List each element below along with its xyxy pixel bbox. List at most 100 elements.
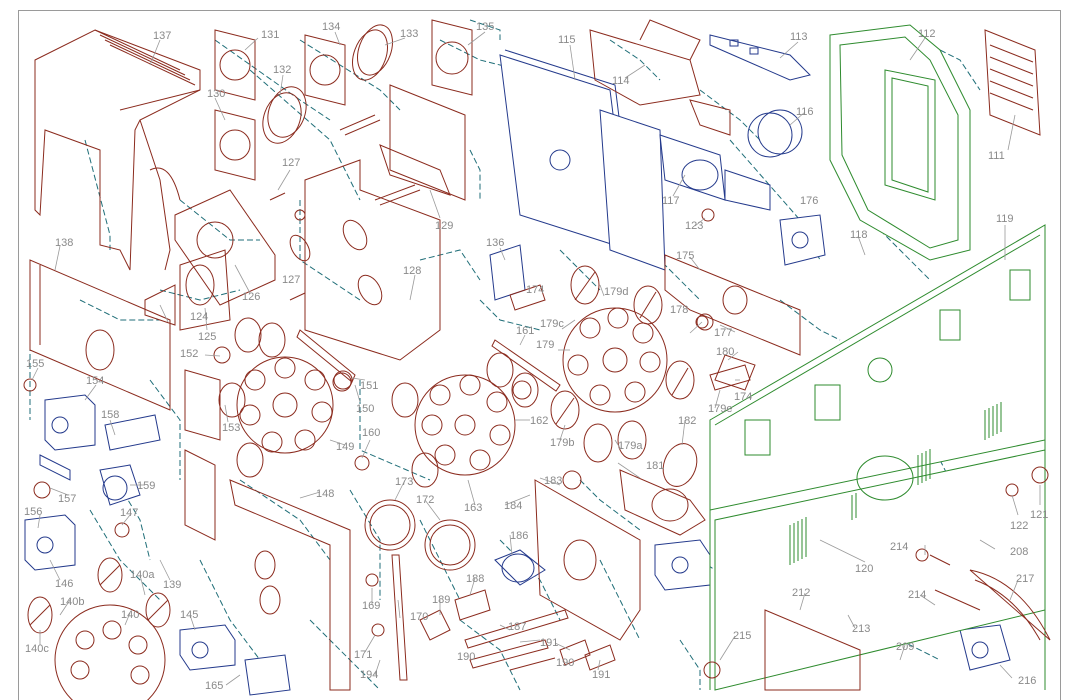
label-191-left: 191 — [540, 637, 558, 649]
label-136: 136 — [486, 237, 504, 249]
label-158: 158 — [101, 409, 119, 421]
label-148: 148 — [316, 488, 334, 500]
label-174-center: 174 — [526, 284, 544, 296]
label-114: 114 — [612, 75, 630, 87]
label-126: 126 — [242, 291, 260, 303]
rings-172-173 — [364, 499, 476, 571]
label-145: 145 — [180, 609, 198, 621]
label-216: 216 — [1018, 675, 1036, 687]
label-179a: 179a — [618, 440, 643, 452]
label-160: 160 — [362, 427, 380, 439]
label-179e: 179e — [708, 403, 732, 415]
label-157: 157 — [58, 493, 76, 505]
label-140b: 140b — [60, 596, 84, 608]
label-122: 122 — [1010, 520, 1028, 532]
label-153: 153 — [222, 422, 240, 434]
label-146: 146 — [55, 578, 73, 590]
label-138: 138 — [55, 237, 73, 249]
part-119-panel — [709, 224, 1046, 691]
label-131: 131 — [261, 29, 279, 41]
label-132: 132 — [273, 64, 291, 76]
label-184: 184 — [504, 500, 522, 512]
label-161: 161 — [516, 325, 534, 337]
motors-blue — [24, 214, 1011, 696]
label-115: 115 — [558, 34, 576, 46]
label-165: 165 — [205, 680, 223, 692]
label-183: 183 — [544, 475, 562, 487]
label-162: 162 — [530, 415, 548, 427]
label-150: 150 — [356, 403, 374, 415]
label-177: 177 — [714, 327, 732, 339]
label-140: 140 — [121, 609, 139, 621]
label-137: 137 — [153, 30, 171, 42]
label-147: 147 — [120, 507, 138, 519]
label-215: 215 — [733, 630, 751, 642]
part-115-plate — [499, 49, 666, 271]
label-111: 111 — [988, 150, 1005, 162]
label-171: 171 — [354, 649, 372, 661]
label-140a: 140a — [130, 569, 155, 581]
label-175: 175 — [676, 250, 694, 262]
label-214-upper: 214 — [890, 541, 908, 553]
label-190-right: 190 — [556, 657, 574, 669]
label-213: 213 — [852, 623, 870, 635]
shafts — [419, 284, 751, 671]
part-labels: 111 112 113 114 115 116 117 118 119 120 … — [24, 21, 1048, 692]
label-116: 116 — [796, 106, 814, 118]
label-139: 139 — [163, 579, 181, 591]
label-208: 208 — [1010, 546, 1028, 558]
label-121: 121 — [1030, 509, 1048, 521]
label-149: 149 — [336, 441, 354, 453]
part-217 — [764, 554, 1051, 691]
label-174-right: 174 — [734, 391, 752, 403]
part-175-plate — [664, 254, 801, 391]
green-vents — [789, 402, 1002, 565]
gobo-wheel-163 — [391, 352, 539, 488]
label-209: 209 — [896, 641, 914, 653]
color-wheel-179 — [550, 265, 695, 463]
label-128: 128 — [403, 265, 421, 277]
label-173: 173 — [395, 476, 413, 488]
label-191-right: 191 — [592, 669, 610, 681]
label-179b: 179b — [550, 437, 574, 449]
label-159: 159 — [137, 480, 155, 492]
label-130: 130 — [207, 88, 225, 100]
label-172: 172 — [416, 494, 434, 506]
label-194: 194 — [360, 669, 378, 681]
label-189: 189 — [432, 594, 450, 606]
label-214-lower: 214 — [908, 589, 926, 601]
part-138-panel — [29, 259, 171, 411]
label-176: 176 — [800, 195, 818, 207]
label-140c: 140c — [25, 643, 49, 655]
label-212: 212 — [792, 587, 810, 599]
label-186: 186 — [510, 530, 528, 542]
label-190-left: 190 — [457, 651, 475, 663]
label-117: 117 — [662, 195, 680, 207]
label-178: 178 — [670, 304, 688, 316]
label-124: 124 — [190, 311, 208, 323]
part-117-lamp — [659, 109, 803, 211]
label-134: 134 — [322, 21, 340, 33]
label-154: 154 — [86, 375, 104, 387]
wheel-140 — [27, 557, 171, 700]
label-187: 187 — [508, 621, 526, 633]
part-128-frame — [144, 84, 466, 361]
label-155: 155 — [26, 358, 44, 370]
label-179: 179 — [536, 339, 554, 351]
label-125: 125 — [198, 331, 216, 343]
label-113: 113 — [790, 31, 808, 43]
gobo-wheel-149 — [218, 317, 353, 478]
label-179d: 179d — [604, 286, 628, 298]
label-119: 119 — [996, 213, 1014, 225]
label-133: 133 — [400, 28, 418, 40]
label-151: 151 — [360, 380, 378, 392]
part-111-grille — [984, 29, 1041, 136]
part-184-plate — [534, 443, 706, 641]
label-170: 170 — [410, 611, 428, 623]
part-148-bracket — [184, 369, 351, 691]
label-180: 180 — [716, 346, 734, 358]
label-163: 163 — [464, 502, 482, 514]
drawing-frame — [18, 10, 1061, 700]
label-112: 112 — [918, 28, 936, 40]
